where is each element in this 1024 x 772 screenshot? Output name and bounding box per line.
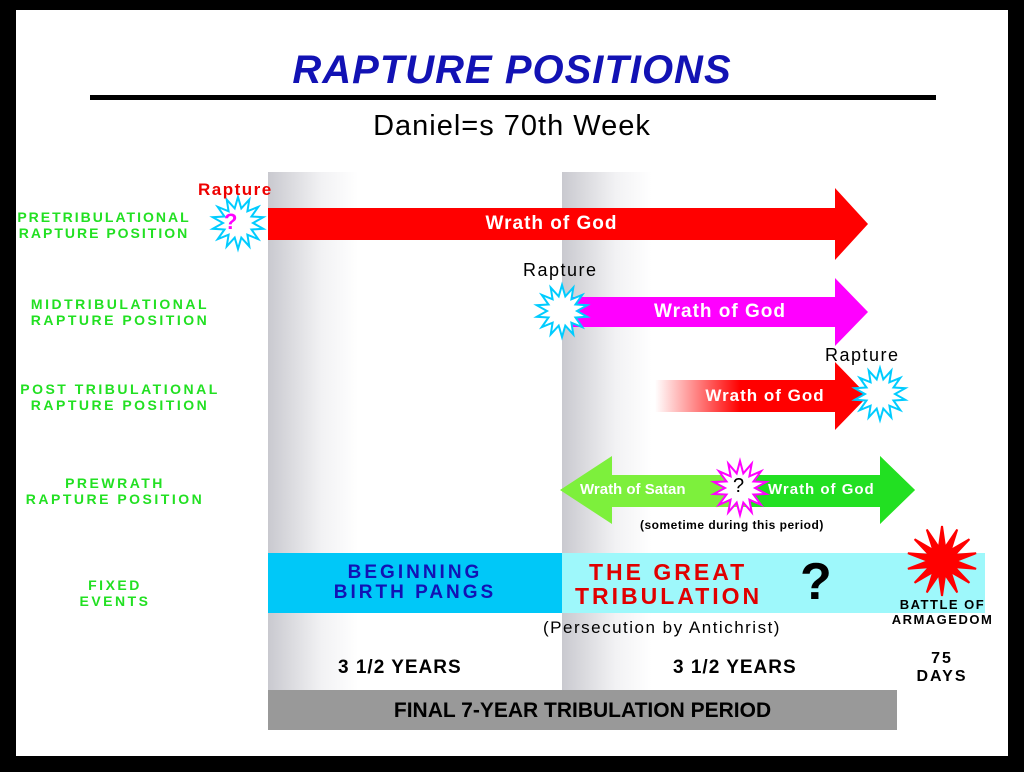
label-line: TRIBULATION (575, 583, 763, 609)
great-tribulation-question: ? (800, 553, 832, 611)
prewrath-rapture-star-icon (709, 457, 771, 519)
label-line: THE GREAT (589, 559, 748, 585)
midtrib-rapture-star-icon (533, 281, 591, 341)
label-line: PREWRATH (65, 475, 165, 491)
prewrath-god-half (745, 456, 915, 524)
first-half-duration: 3 1/2 YEARS (338, 657, 462, 678)
prewrath-note: (sometime during this period) (640, 518, 824, 532)
title-divider (90, 95, 936, 100)
pretrib-question: ? (224, 209, 238, 234)
armageddon-star-icon (907, 525, 977, 597)
final-period-label: FINAL 7-YEAR TRIBULATION PERIOD (393, 699, 772, 722)
midtrib-rapture-label: Rapture (523, 260, 598, 280)
wrath-of-god-label: Wrath of God (768, 481, 875, 498)
page-title: RAPTURE POSITIONS (292, 48, 732, 92)
label-line: RAPTURE POSITION (30, 312, 210, 328)
birth-pangs-bar (268, 553, 562, 613)
posttrib-wrath-arrow (655, 362, 868, 430)
prewrath-question: ? (733, 475, 745, 497)
label-line: PRETRIBULATIONAL (17, 209, 191, 225)
wrath-of-satan-label: Wrath of Satan (580, 481, 686, 498)
pretrib-arrow-label: Wrath of God (485, 213, 618, 234)
label-line: BIRTH PANGS (333, 582, 497, 603)
posttrib-rapture-label: Rapture (825, 345, 900, 365)
label-line: MIDTRIBULATIONAL (30, 296, 210, 312)
label-line: RAPTURE POSITION (30, 397, 210, 413)
subtitle: Daniel=s 70th Week (373, 110, 651, 142)
midtrib-arrow-label: Wrath of God (654, 301, 786, 322)
label-line: 75 (931, 650, 953, 667)
label-line: RAPTURE POSITION (18, 225, 190, 241)
final-period-bar (268, 690, 897, 730)
midtrib-wrath-arrow (570, 278, 868, 346)
label-line: BATTLE OF (899, 597, 986, 612)
posttrib-rapture-star-icon (851, 364, 909, 424)
pretrib-wrath-arrow (268, 188, 868, 260)
label-line: BEGINNING (347, 562, 483, 583)
pretrib-rapture-star-icon (209, 193, 267, 253)
second-half-duration: 3 1/2 YEARS (673, 657, 797, 678)
great-tribulation-bar (562, 553, 985, 613)
posttrib-arrow-label: Wrath of God (705, 386, 825, 405)
label-line: FIXED (88, 577, 142, 593)
pretrib-rapture-label: Rapture (198, 180, 273, 199)
label-line: POST TRIBULATIONAL (20, 381, 220, 397)
label-line: EVENTS (79, 593, 151, 609)
persecution-note: (Persecution by Antichrist) (543, 618, 781, 637)
label-line: RAPTURE POSITION (25, 491, 205, 507)
label-line: ARMAGEDOM (891, 612, 994, 627)
label-line: DAYS (916, 668, 968, 685)
